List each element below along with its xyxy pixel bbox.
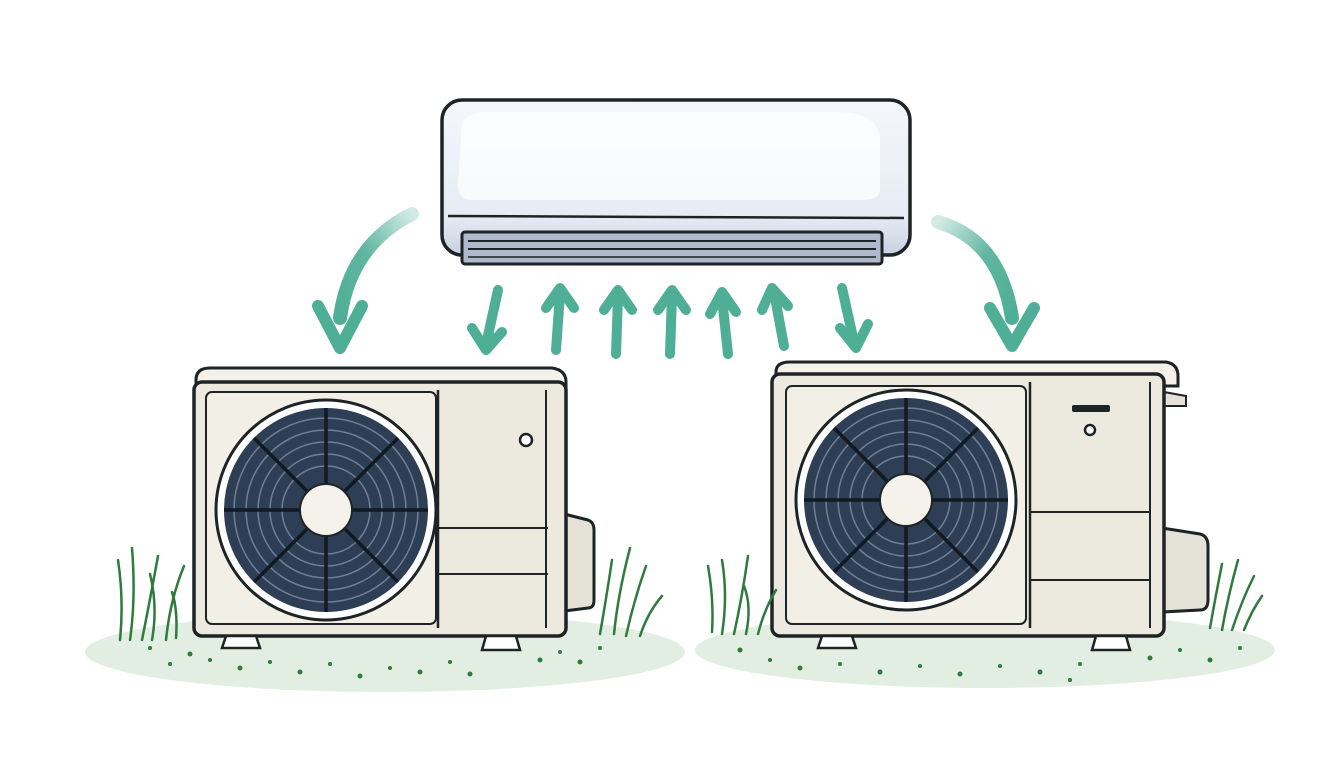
up-arrow-icon [705, 287, 741, 359]
indicator-slot-icon [1072, 405, 1110, 412]
up-arrow-icon [653, 285, 691, 359]
service-port-icon [518, 432, 534, 448]
down-arrow-icon [467, 285, 507, 355]
fan-icon [214, 398, 438, 622]
grass-left-icon [116, 546, 186, 642]
curved-arrow-left-icon [312, 207, 419, 354]
grass-center-left-icon [598, 546, 664, 638]
up-arrow-icon [599, 285, 637, 359]
grass-tufts [116, 546, 1264, 642]
service-port-icon [1083, 423, 1097, 437]
grass-center-right-icon [706, 554, 778, 636]
up-arrow-icon [541, 283, 579, 355]
curved-arrow-right-icon [931, 215, 1040, 352]
outdoor-condenser-right-icon [770, 360, 1210, 652]
airflow-arrows [467, 283, 873, 359]
fan-icon [794, 388, 1018, 612]
outdoor-condenser-left-icon [192, 366, 596, 652]
indoor-ac-unit-icon [440, 98, 912, 266]
up-arrow-icon [757, 283, 793, 351]
grass-specks [148, 646, 1242, 682]
grass-right-icon [1208, 558, 1264, 632]
down-arrow-icon [835, 283, 873, 353]
